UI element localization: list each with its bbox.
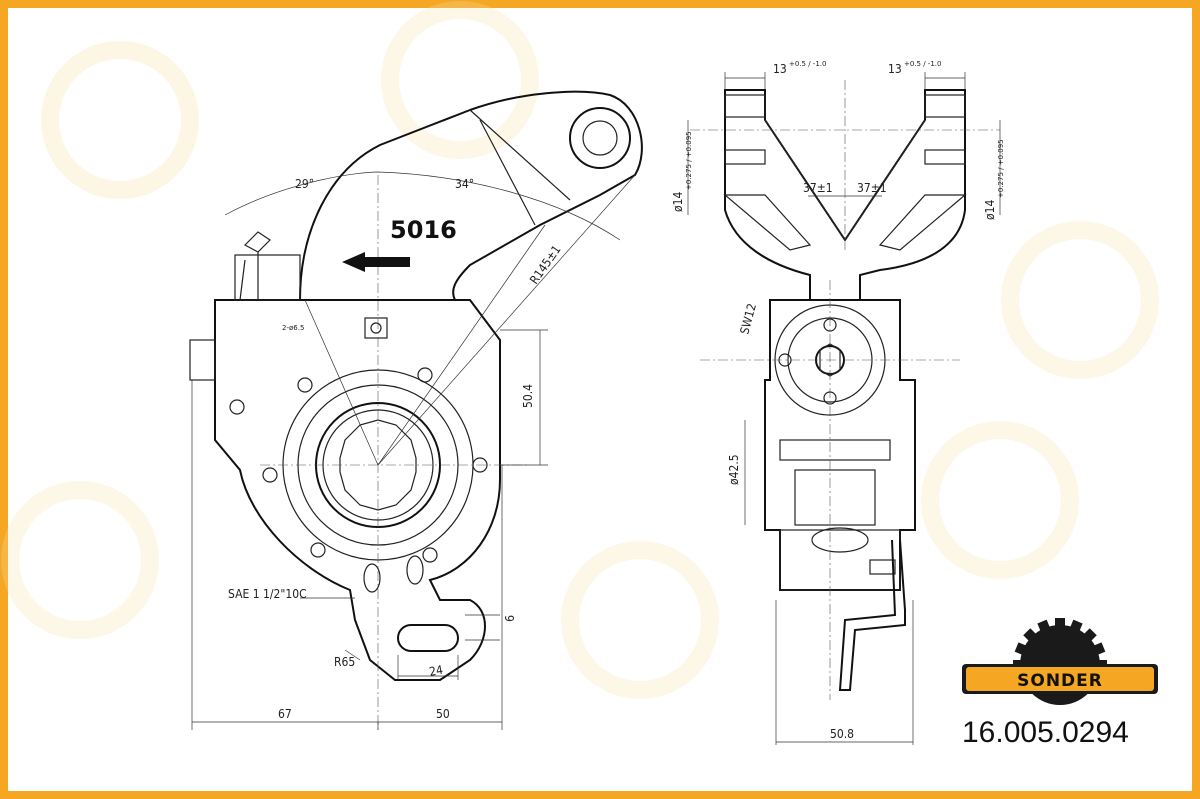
product-code: 5016 (390, 216, 457, 244)
dim-bore-right-tol: +0.275 / +0.095 (997, 139, 1005, 198)
dim-angle-left: 29° (295, 177, 314, 191)
dim-fork-left: 13 (773, 62, 787, 76)
arrow-left-icon (342, 252, 410, 272)
dim-width-left: 67 (278, 707, 292, 721)
grease-nipple (244, 231, 271, 253)
dim-slot-width: 24 (428, 663, 444, 679)
dim-bore-left: ø14 (671, 192, 685, 212)
dim-height-center: 50.4 (521, 384, 535, 408)
body-outline (214, 299, 501, 681)
brand-name: SONDER (1017, 671, 1103, 691)
dim-slot-height: 9 (502, 615, 516, 622)
adjuster-link (838, 539, 906, 691)
dim-dist-left: 37±1 (803, 181, 833, 195)
dim-holes: 2-ø6.5 (282, 324, 304, 332)
dim-fork-right: 13 (888, 62, 902, 76)
dim-angle-right: 34° (455, 177, 474, 191)
watermark-layer (1, 1, 1159, 699)
side-view: 13 +0.5 / -1.0 13 +0.5 / -1.0 37±1 37±1 … (671, 60, 1005, 745)
brand-logo: SONDER (962, 618, 1158, 705)
spline-teeth (339, 419, 417, 511)
dim-fork-left-tol: +0.5 / -1.0 (789, 60, 826, 68)
lever-slot (397, 624, 459, 652)
dim-width-right: 50 (436, 707, 450, 721)
dim-width-bottom: 50.8 (830, 727, 854, 741)
front-view: 5016 29° 34° R145±1 2-ø6.5 50.4 SAE 1 1/… (189, 90, 643, 730)
part-number: 16.005.0294 (962, 716, 1129, 749)
arm-eye-inner (582, 120, 618, 156)
dim-fork-right-tol: +0.5 / -1.0 (904, 60, 941, 68)
dim-spline: SAE 1 1/2"10C (228, 587, 307, 601)
dim-dist-right: 37±1 (857, 181, 887, 195)
arm-outline (299, 90, 643, 301)
dim-bore-right: ø14 (983, 200, 997, 220)
dim-radius-bottom: R65 (334, 655, 355, 669)
arm-eye-outer (569, 107, 631, 169)
dim-bore-left-tol: +0.275 / +0.095 (685, 131, 693, 190)
dim-diameter: ø42.5 (727, 454, 741, 485)
